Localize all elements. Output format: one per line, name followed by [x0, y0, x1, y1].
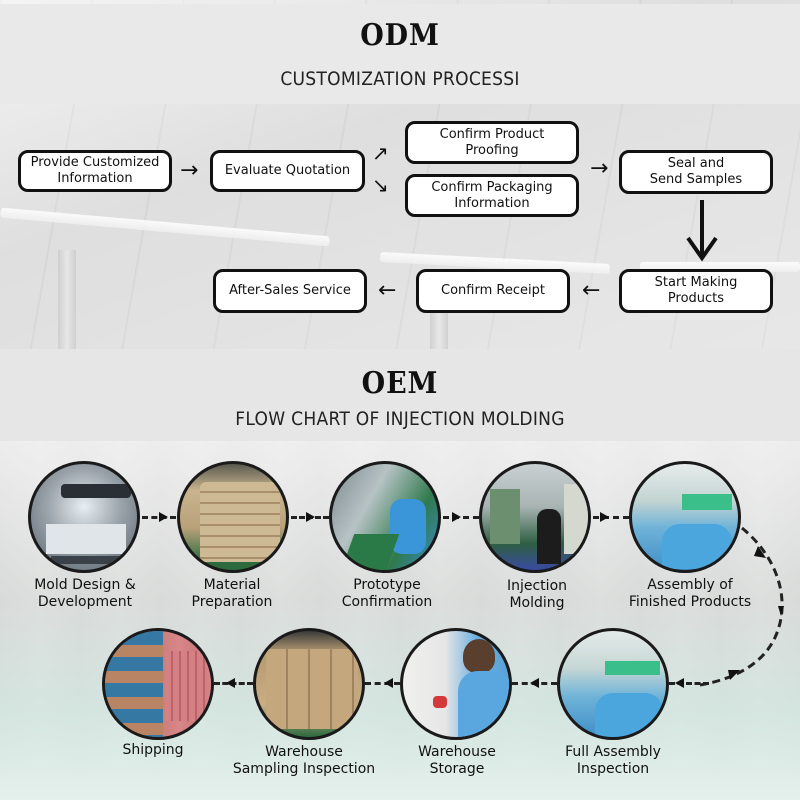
step-evaluate-quotation: Evaluate Quotation: [210, 150, 365, 192]
warehouse-storage-photo: [400, 628, 512, 740]
assembly-photo: [629, 461, 741, 573]
connector-dashed-line: [443, 516, 479, 519]
step-after-sales-service: After-Sales Service: [213, 269, 367, 313]
arrow-up-right-icon: ↗: [372, 141, 389, 165]
arrow-right-icon: [452, 512, 461, 522]
injection-molding-photo: [479, 461, 591, 573]
arrow-left-icon: ←: [378, 278, 397, 303]
oem-subtitle: FLOW CHART OF INJECTION MOLDING: [235, 408, 565, 430]
step-provide-customized-information: Provide Customized Information: [18, 150, 172, 192]
oem-header-band: [0, 349, 800, 441]
connector-dashed-line: [365, 682, 400, 685]
warehouse-sampling-photo: [253, 628, 365, 740]
step-label-injection-molding: Injection Molding: [506, 578, 568, 611]
step-label-warehouse-sampling-inspection: Warehouse Sampling Inspection: [232, 744, 376, 777]
oem-title: OEM: [361, 366, 439, 401]
step-label-material-preparation: Material Preparation: [191, 577, 273, 610]
step-label-prototype-confirmation: Prototype Confirmation: [341, 577, 433, 610]
step-label-full-assembly-inspection: Full Assembly Inspection: [565, 744, 661, 777]
odm-header-band: [0, 4, 800, 104]
ceiling-light: [640, 262, 800, 272]
shipping-photo: [102, 628, 214, 740]
arrow-right-icon: [159, 512, 168, 522]
arrow-left-icon: [384, 678, 393, 688]
arrow-left-icon: [530, 678, 539, 688]
arrow-right-icon: [600, 512, 609, 522]
arrow-left-icon: [675, 678, 684, 688]
step-confirm-product-proofing: Confirm Product Proofing: [405, 121, 579, 164]
curved-connector-arrow-icon: [699, 526, 784, 687]
factory-pillar: [58, 250, 76, 350]
prototype-confirmation-photo: [329, 461, 441, 573]
arrow-down-right-icon: ↘: [372, 173, 389, 197]
arrow-left-icon: ←: [582, 278, 601, 303]
full-assembly-inspection-photo: [557, 628, 669, 740]
connector-dashed-line: [669, 682, 709, 685]
odm-title: ODM: [360, 18, 440, 53]
ceiling-light: [0, 207, 330, 247]
step-label-shipping: Shipping: [122, 742, 184, 758]
arrow-left-icon: [226, 678, 235, 688]
odm-subtitle: CUSTOMIZATION PROCESSI: [280, 68, 520, 90]
connector-dashed-line: [593, 516, 629, 519]
arrow-down-icon: [686, 200, 718, 262]
arrow-right-icon: →: [180, 158, 199, 183]
step-label-warehouse-storage: Warehouse Storage: [418, 744, 496, 777]
mold-design-photo: [28, 461, 140, 573]
step-confirm-packaging-information: Confirm Packaging Information: [405, 174, 579, 217]
step-label-assembly: Assembly of Finished Products: [628, 577, 752, 610]
step-label-mold-design: Mold Design & Development: [34, 577, 136, 610]
arrow-right-icon: [306, 512, 315, 522]
step-confirm-receipt: Confirm Receipt: [416, 269, 570, 313]
arrow-right-icon: →: [590, 156, 609, 181]
step-start-making-products: Start Making Products: [619, 269, 773, 313]
step-seal-and-send-samples: Seal and Send Samples: [619, 150, 773, 194]
material-preparation-photo: [177, 461, 289, 573]
